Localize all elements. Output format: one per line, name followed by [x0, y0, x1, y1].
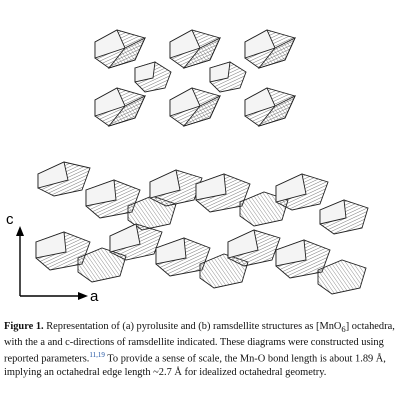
caption-text-1: Representation of (a) pyrolusite and (b)… [43, 321, 342, 332]
octahedron [94, 29, 146, 69]
octahedron [134, 61, 172, 93]
axis-indicator: c a [6, 211, 99, 305]
figure-illustration: c a [6, 29, 369, 305]
octahedron [244, 87, 296, 127]
octahedron [169, 29, 221, 69]
caption-text-3: To provide a sense of scale, the Mn-O bo… [4, 353, 386, 378]
c-arrowhead-icon [16, 226, 24, 236]
pyrolusite-structure [94, 29, 296, 127]
octahedron [94, 87, 146, 127]
figure-caption: Figure 1. Representation of (a) pyrolusi… [4, 320, 398, 379]
octahedron [317, 259, 367, 295]
a-axis-label: a [90, 288, 99, 305]
octahedron [77, 247, 127, 283]
a-arrowhead-icon [78, 292, 88, 300]
caption-subscript: 6 [341, 324, 346, 335]
caption-text-2: ] octahedra, with the a and c-directions… [4, 321, 395, 365]
octahedron [169, 87, 221, 127]
octahedron [244, 29, 296, 69]
caption-label: Figure 1. [4, 321, 44, 332]
ramsdellite-structure [35, 161, 369, 295]
octahedron [209, 61, 247, 93]
c-axis-label: c [6, 211, 14, 228]
caption-references[interactable]: 11,19 [89, 351, 105, 360]
